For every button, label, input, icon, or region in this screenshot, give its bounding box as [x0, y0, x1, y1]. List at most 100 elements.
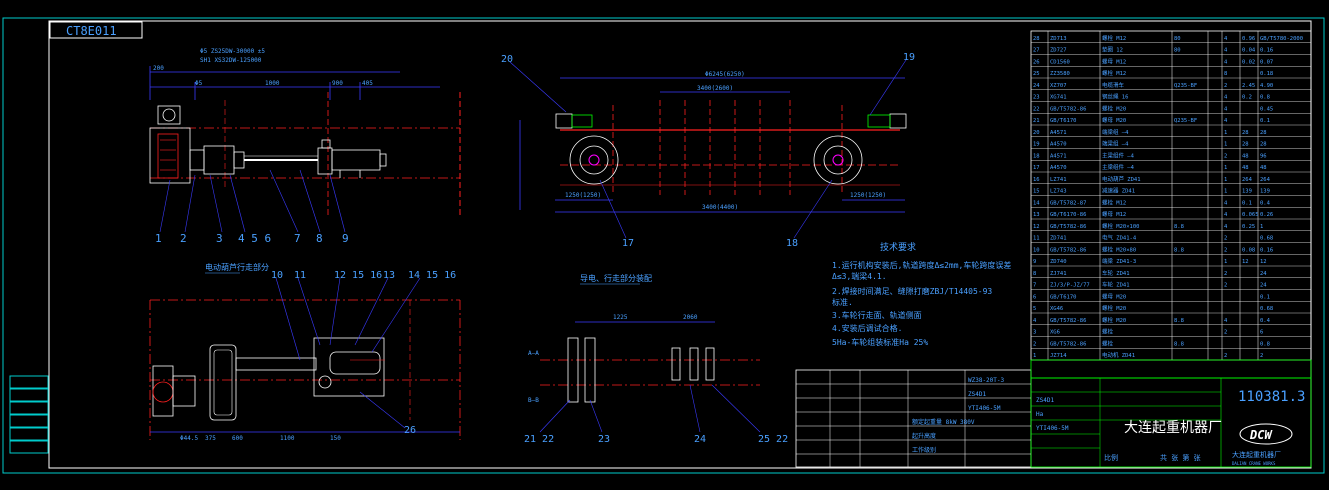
parts-cell: 4 [1224, 48, 1228, 54]
tb-height: 起升高度 [912, 432, 936, 440]
parts-cell: 80 [1174, 48, 1181, 54]
dim-405: 405 [362, 80, 373, 87]
parts-cell: 27 [1033, 48, 1040, 54]
parts-cell: 8 [1033, 271, 1036, 277]
item-2: 2 [180, 232, 187, 245]
parts-cell: 0.8 [1260, 341, 1270, 347]
item-10: 10 [271, 270, 283, 281]
parts-cell: GB/T5782-86 [1050, 341, 1086, 347]
parts-cell: 264 [1260, 177, 1271, 183]
item-13: 13 [383, 270, 395, 281]
company-sub: DALIAN CRANE WORKS [1232, 461, 1276, 466]
parts-cell: 0.26 [1260, 212, 1273, 218]
parts-cell: 2 [1224, 330, 1227, 336]
parts-cell: 螺母 M20 [1102, 116, 1126, 124]
outer-border [2, 17, 1325, 474]
item-4-5-6: 4 5 6 [238, 232, 271, 245]
dim-bl-1: Φ44.5 [180, 435, 198, 442]
parts-cell: 24 [1260, 283, 1267, 289]
parts-cell: 螺栓 [1102, 328, 1114, 336]
parts-cell: A4570 [1050, 165, 1067, 171]
parts-cell: 139 [1260, 189, 1270, 195]
tech-note-2: 2.焊接时间满足、缝隙打磨ZBJ/T14405-93 [832, 286, 992, 296]
parts-cell: 2 [1224, 283, 1227, 289]
parts-cell: 6 [1260, 330, 1263, 336]
parts-cell: 垫圈 12 [1102, 46, 1123, 54]
parts-cell: 2 [1224, 271, 1227, 277]
parts-cell: 螺栓 M20 [1102, 104, 1126, 112]
parts-cell: 23 [1033, 95, 1040, 101]
parts-cell: 1 [1224, 177, 1227, 183]
parts-cell: 16 [1033, 177, 1040, 183]
parts-cell: A4571 [1050, 153, 1067, 159]
parts-cell: 2 [1224, 353, 1227, 359]
tb-right-1: ZS4D1 [1036, 397, 1054, 404]
parts-cell: 19 [1033, 142, 1040, 148]
dim-bl-2: 375 [205, 435, 216, 442]
dim-bl-5: 150 [330, 435, 341, 442]
parts-cell: Q235-BF [1174, 83, 1197, 89]
tb-model: WZ38-20T-3 [968, 377, 1005, 384]
parts-cell: GB/T6170-86 [1050, 212, 1086, 218]
note-1: Φ5 ZS25DW-30000 ±5 [200, 48, 265, 55]
parts-cell: 48 [1260, 165, 1267, 171]
parts-cell: 车轮 ZD41 [1102, 269, 1130, 277]
parts-cell: 9 [1033, 259, 1036, 265]
parts-cell: 0.1 [1260, 294, 1270, 300]
parts-cell: 8.8 [1174, 224, 1184, 230]
dim-1000: 1000 [265, 80, 280, 87]
parts-cell: 0.4 [1260, 200, 1271, 206]
parts-cell: ZZ3580 [1050, 71, 1070, 77]
parts-cell: 3 [1033, 330, 1036, 336]
dim-left-1250: 1250(1250) [565, 192, 601, 199]
parts-cell: Q235-BF [1174, 118, 1197, 124]
parts-cell: 28 [1260, 142, 1267, 148]
item-3: 3 [216, 232, 223, 245]
parts-cell: ZJ741 [1050, 271, 1067, 277]
dim-900: 900 [332, 80, 343, 87]
side-tabs [9, 375, 49, 454]
tb-sheet: 共 张 第 张 [1160, 453, 1201, 462]
tb-rating: 额定起重量 8kW 380V [912, 418, 975, 426]
parts-cell: 0.96 [1242, 36, 1255, 42]
item-25-22: 25 22 [758, 434, 788, 445]
item-9: 9 [342, 232, 349, 245]
parts-cell: 11 [1033, 236, 1040, 242]
parts-cell: 2 [1224, 236, 1227, 242]
parts-cell: 0.16 [1260, 48, 1273, 54]
parts-cell: 4 [1224, 95, 1228, 101]
dim-right-1250: 1250(1250) [850, 192, 886, 199]
parts-cell: 4.90 [1260, 83, 1273, 89]
item-18: 18 [786, 238, 798, 249]
parts-cell: GB/T5782-86 [1050, 318, 1086, 324]
parts-cell: 0.1 [1242, 200, 1252, 206]
parts-cell: ZD741 [1050, 236, 1067, 242]
parts-cell: 12 [1033, 224, 1040, 230]
parts-cell: 20 [1033, 130, 1040, 136]
parts-cell: 139 [1242, 189, 1252, 195]
parts-cell: 4 [1224, 118, 1228, 124]
parts-cell: 17 [1033, 165, 1040, 171]
top-right-view: Φ6245(6250) 3400(2600) 3400(4400) 1250(1… [501, 52, 915, 249]
dim-bl-4: 1100 [280, 435, 295, 442]
dim-span: Φ6245(6250) [705, 71, 745, 78]
parts-cell: GB/T6170 [1050, 294, 1077, 300]
parts-cell: 264 [1242, 177, 1253, 183]
parts-cell: 钢丝绳 16 [1102, 93, 1128, 101]
parts-cell: 21 [1033, 118, 1040, 124]
parts-cell: 2 [1224, 247, 1227, 253]
parts-cell: ZD713 [1050, 36, 1067, 42]
parts-cell: 螺栓 M20×80 [1102, 245, 1136, 253]
item-12-15-16: 12 15 16 [334, 270, 382, 281]
parts-cell: ZD740 [1050, 259, 1067, 265]
parts-cell: 1 [1260, 224, 1263, 230]
parts-cell: LZ741 [1050, 177, 1067, 183]
parts-cell: 48 [1242, 153, 1249, 159]
parts-cell: 螺栓 M20×100 [1102, 222, 1140, 230]
parts-cell: 0.2 [1242, 95, 1252, 101]
parts-cell: 1 [1224, 130, 1227, 136]
bottom-mid-title: 导电、行走部分装配 [580, 273, 652, 283]
tech-note-3: 3.车轮行走面、轨道侧面 [832, 310, 922, 320]
parts-cell: 0.04 [1242, 48, 1256, 54]
item-14-15-16: 14 15 16 [408, 270, 456, 281]
